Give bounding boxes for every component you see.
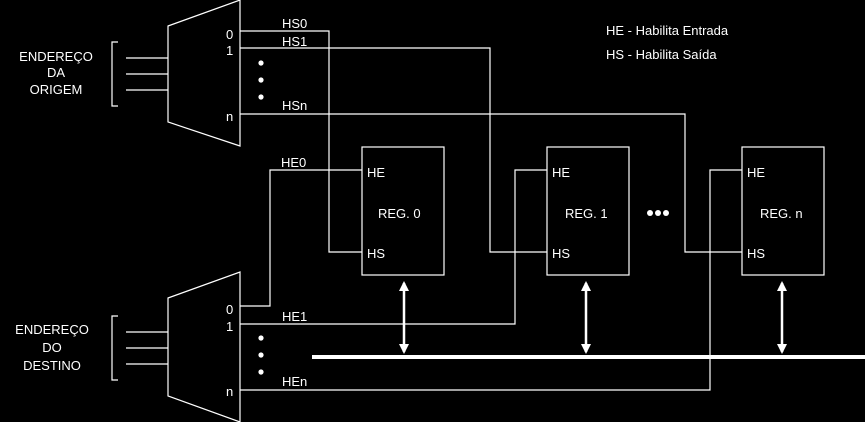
register-0-name: REG. 0: [378, 206, 421, 221]
dest-brace: [111, 315, 118, 381]
signal-he0: HE0: [281, 155, 306, 170]
wire-he0: [240, 169, 362, 307]
source-label-line1: ENDEREÇO: [19, 49, 93, 64]
source-output-n: n: [226, 109, 233, 124]
source-decoder: ENDEREÇO DA ORIGEM 0 1 n: [19, 0, 264, 147]
dest-ellipsis-dot: [258, 335, 264, 341]
register-ellipsis-dot: [647, 210, 653, 216]
source-brace: [111, 41, 118, 107]
wire-hs0: [240, 30, 362, 253]
dest-decoder-body: [167, 271, 241, 422]
wire-he1: [240, 169, 547, 325]
register-0: HE REG. 0 HS: [361, 146, 445, 276]
register-ellipsis-dot: [655, 210, 661, 216]
register-n-he-port: HE: [747, 165, 765, 180]
source-ellipsis-dot: [258, 94, 264, 100]
wire-hen: [240, 169, 742, 391]
dest-ellipsis-dot: [258, 352, 264, 358]
dest-label-line1: ENDEREÇO: [15, 322, 89, 337]
register-1-he-port: HE: [552, 165, 570, 180]
dest-output-n: n: [226, 384, 233, 399]
register-0-he-port: HE: [367, 165, 385, 180]
wire-hsn: [240, 113, 742, 253]
register-n-box: [741, 146, 825, 276]
dest-decoder: ENDEREÇO DO DESTINO 0 1 n: [15, 271, 264, 422]
signal-hen: HEn: [282, 374, 307, 389]
signal-hsn: HSn: [282, 98, 307, 113]
source-label-line2: DA: [47, 65, 65, 80]
source-label-line3: ORIGEM: [30, 82, 83, 97]
register-0-hs-port: HS: [367, 246, 385, 261]
source-ellipsis-dot: [258, 60, 264, 66]
source-ellipsis-dot: [258, 77, 264, 83]
signal-hs0: HS0: [282, 16, 307, 31]
source-output-0: 0: [226, 27, 233, 42]
register-ellipsis-dot: [663, 210, 669, 216]
source-decoder-body: [167, 0, 241, 147]
legend-he: HE - Habilita Entrada: [606, 23, 729, 38]
dest-label-line2: DO: [42, 340, 62, 355]
register-1-name: REG. 1: [565, 206, 608, 221]
signal-he1: HE1: [282, 309, 307, 324]
register-1: HE REG. 1 HS: [546, 146, 630, 276]
register-1-hs-port: HS: [552, 246, 570, 261]
dest-output-1: 1: [226, 319, 233, 334]
register-0-box: [361, 146, 445, 276]
dest-label-line3: DESTINO: [23, 358, 81, 373]
dest-output-0: 0: [226, 302, 233, 317]
register-n-hs-port: HS: [747, 246, 765, 261]
source-output-1: 1: [226, 43, 233, 58]
legend-hs: HS - Habilita Saída: [606, 47, 717, 62]
signal-hs1: HS1: [282, 34, 307, 49]
register-n: HE REG. n HS: [741, 146, 825, 276]
register-1-box: [546, 146, 630, 276]
dest-ellipsis-dot: [258, 369, 264, 375]
register-n-name: REG. n: [760, 206, 803, 221]
wire-hs1: [240, 47, 547, 253]
